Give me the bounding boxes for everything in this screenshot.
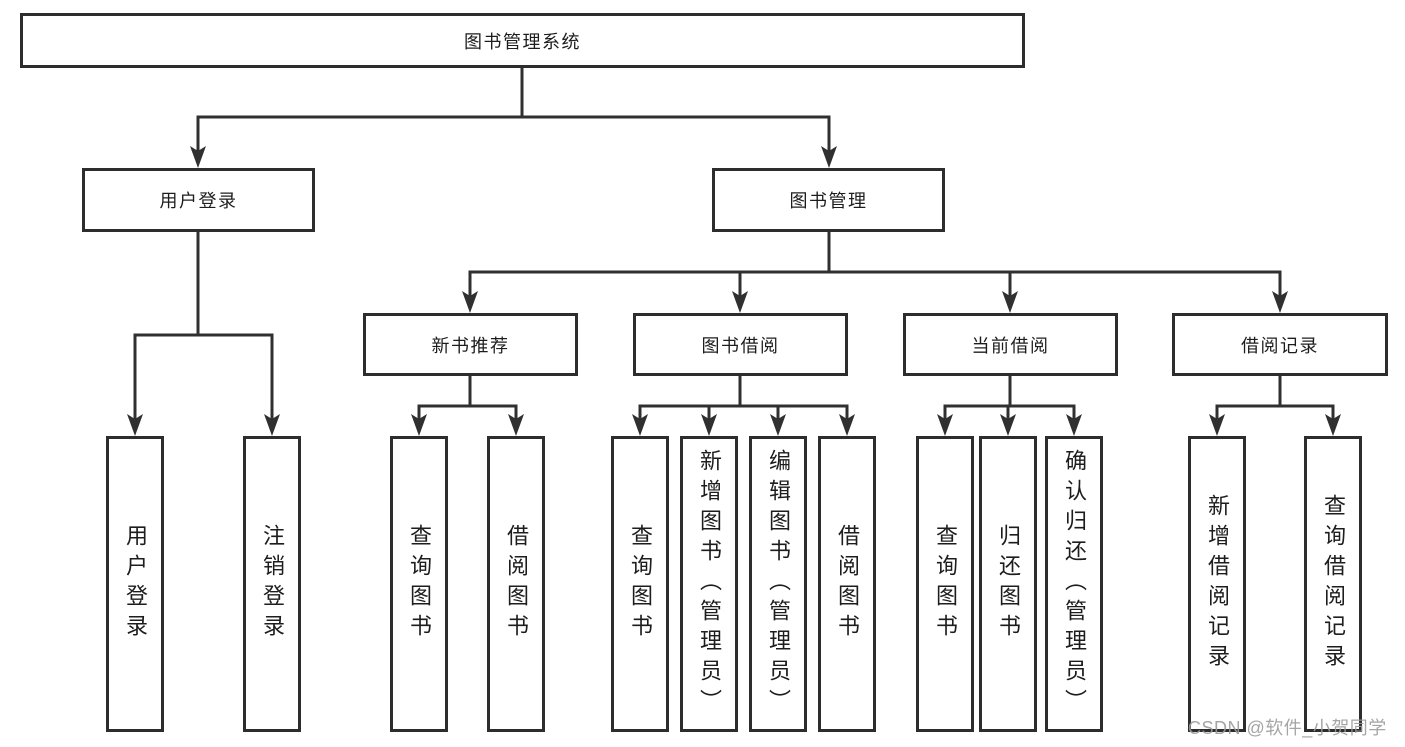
leaf-borrow-books-borrowing-label: 借阅图书 — [835, 524, 860, 644]
leaf-user-login-label: 用户登录 — [123, 524, 148, 644]
leaf-logout-label: 注销登录 — [260, 524, 285, 644]
leaf-query-books-current-label: 查询图书 — [933, 524, 958, 644]
node-root-system: 图书管理系统 — [20, 13, 1025, 68]
leaf-logout: 注销登录 — [243, 436, 301, 732]
leaf-return-book: 归还图书 — [979, 436, 1037, 732]
node-book-borrowing: 图书借阅 — [633, 313, 848, 376]
node-user-login: 用户登录 — [82, 168, 315, 232]
leaf-query-books-recommend-label: 查询图书 — [407, 524, 432, 644]
leaf-query-books-borrowing-label: 查询图书 — [628, 524, 653, 644]
leaf-query-books-borrowing: 查询图书 — [611, 436, 669, 732]
leaf-confirm-return-admin-label: 确认归还（管理员） — [1062, 449, 1087, 719]
leaf-add-borrow-record-label: 新增借阅记录 — [1205, 494, 1230, 674]
node-new-book-recommend: 新书推荐 — [363, 313, 578, 376]
leaf-user-login: 用户登录 — [106, 436, 164, 732]
leaf-edit-book-admin-label: 编辑图书（管理员） — [766, 449, 791, 719]
leaf-borrow-books-recommend: 借阅图书 — [487, 436, 545, 732]
leaf-add-book-admin: 新增图书（管理员） — [680, 436, 738, 732]
leaf-query-borrow-record: 查询借阅记录 — [1304, 436, 1362, 732]
leaf-confirm-return-admin: 确认归还（管理员） — [1045, 436, 1103, 732]
leaf-query-borrow-record-label: 查询借阅记录 — [1321, 494, 1346, 674]
node-book-management: 图书管理 — [712, 168, 945, 232]
leaf-return-book-label: 归还图书 — [996, 524, 1021, 644]
node-borrow-records: 借阅记录 — [1172, 313, 1388, 376]
leaf-query-books-current: 查询图书 — [916, 436, 974, 732]
leaf-edit-book-admin: 编辑图书（管理员） — [749, 436, 807, 732]
node-current-borrowing: 当前借阅 — [903, 313, 1118, 376]
leaf-borrow-books-borrowing: 借阅图书 — [818, 436, 876, 732]
leaf-add-book-admin-label: 新增图书（管理员） — [697, 449, 722, 719]
leaf-borrow-books-recommend-label: 借阅图书 — [504, 524, 529, 644]
leaf-add-borrow-record: 新增借阅记录 — [1188, 436, 1246, 732]
leaf-query-books-recommend: 查询图书 — [390, 436, 448, 732]
csdn-watermark: CSDN @软件_小贺同学 — [1188, 718, 1387, 738]
